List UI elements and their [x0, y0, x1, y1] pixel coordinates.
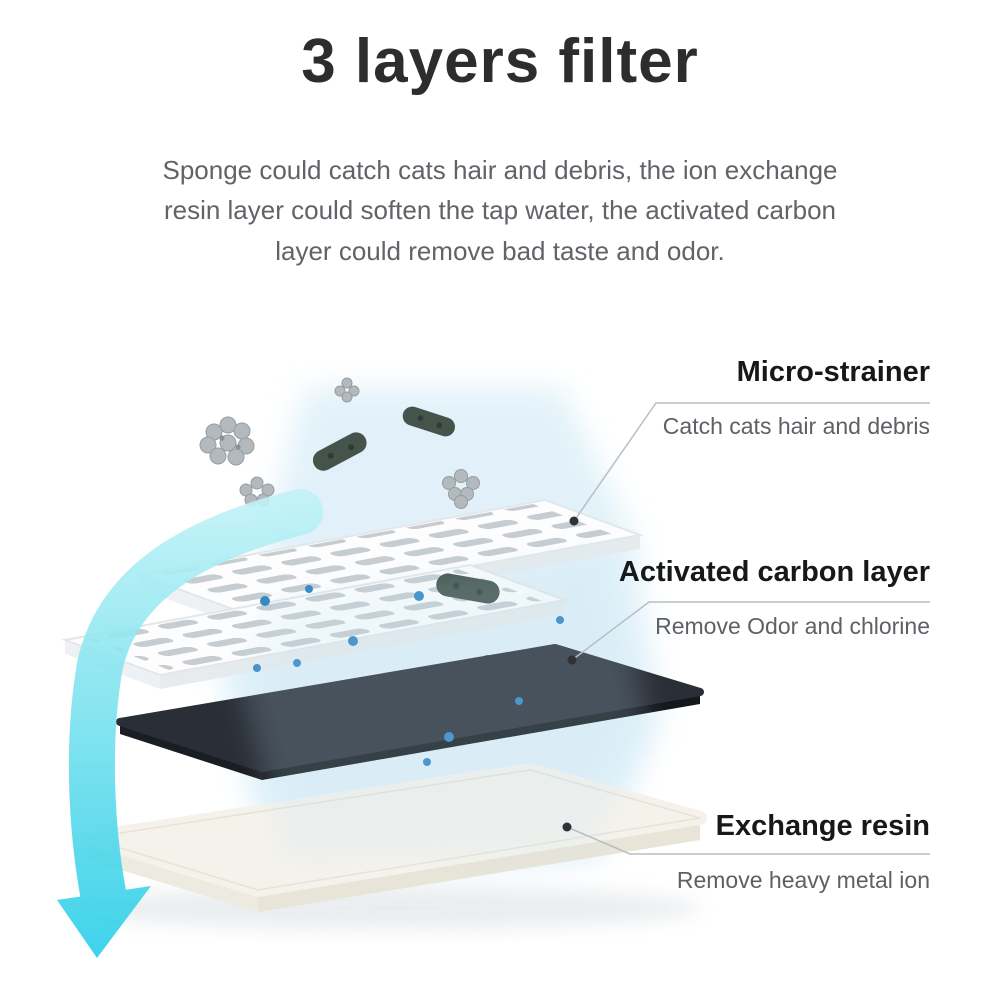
page-title: 3 layers filter: [301, 27, 699, 96]
description-line: Sponge could catch cats hair and debris,…: [162, 155, 838, 185]
callout-activated-carbon: Activated carbon layer Remove Odor and c…: [570, 556, 930, 640]
bacteria-rod: [402, 406, 455, 437]
leader-line-carbon: [571, 601, 930, 661]
leader-dot-micro-strainer: [569, 516, 579, 526]
leader-dot-carbon: [567, 655, 577, 665]
bacteria-rod: [312, 432, 367, 471]
callout-exchange-resin: Exchange resin Remove heavy metal ion: [570, 810, 930, 894]
callout-leaders: [566, 402, 930, 855]
debris-cluster: [199, 416, 255, 466]
callout-subtitle: Catch cats hair and debris: [662, 413, 930, 439]
leader-dot-resin: [562, 822, 572, 832]
callout-leader-dots: [562, 516, 579, 832]
debris-cluster: [334, 377, 360, 403]
callout-subtitle: Remove heavy metal ion: [676, 867, 930, 893]
flow-arrowhead: [57, 886, 151, 958]
leader-line-resin: [566, 826, 930, 855]
callout-micro-strainer: Micro-strainer Catch cats hair and debri…: [570, 356, 930, 440]
flow-arrow: [57, 489, 323, 958]
leader-line-micro-strainer: [573, 402, 930, 522]
callout-subtitle: Remove Odor and chlorine: [655, 613, 930, 639]
description-line: resin layer could soften the tap water, …: [163, 195, 837, 226]
water-flow-overlay: [240, 545, 650, 860]
callout-title: Exchange resin: [715, 810, 930, 842]
callout-title: Micro-strainer: [736, 356, 930, 388]
description-line: layer could remove bad taste and odor.: [275, 235, 725, 266]
description: Sponge could catch cats hair and debris,…: [120, 150, 880, 271]
debris-cluster: [442, 469, 480, 509]
callout-title: Activated carbon layer: [618, 556, 930, 588]
